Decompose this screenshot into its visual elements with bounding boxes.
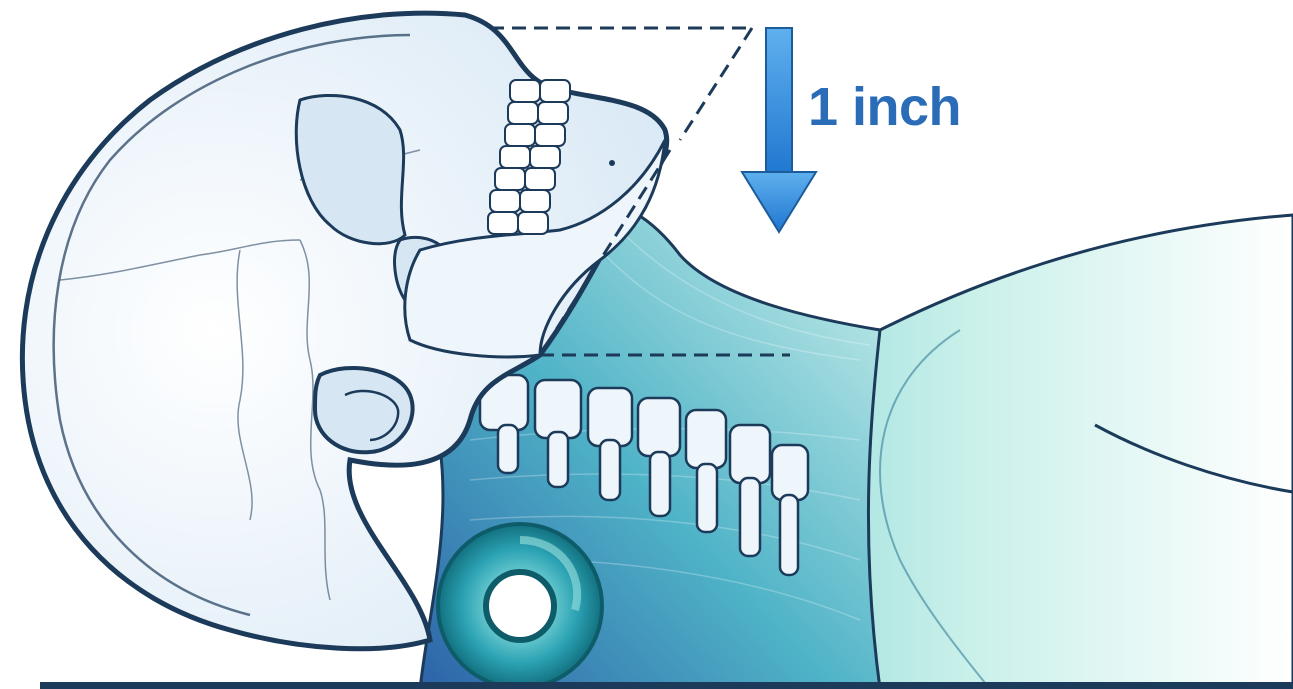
angled-guide-line <box>680 28 752 140</box>
measurement-label: 1 inch <box>808 80 961 134</box>
floor-surface <box>40 682 1293 689</box>
down-arrow-icon <box>742 28 816 232</box>
neck-roll-icon <box>438 524 602 688</box>
